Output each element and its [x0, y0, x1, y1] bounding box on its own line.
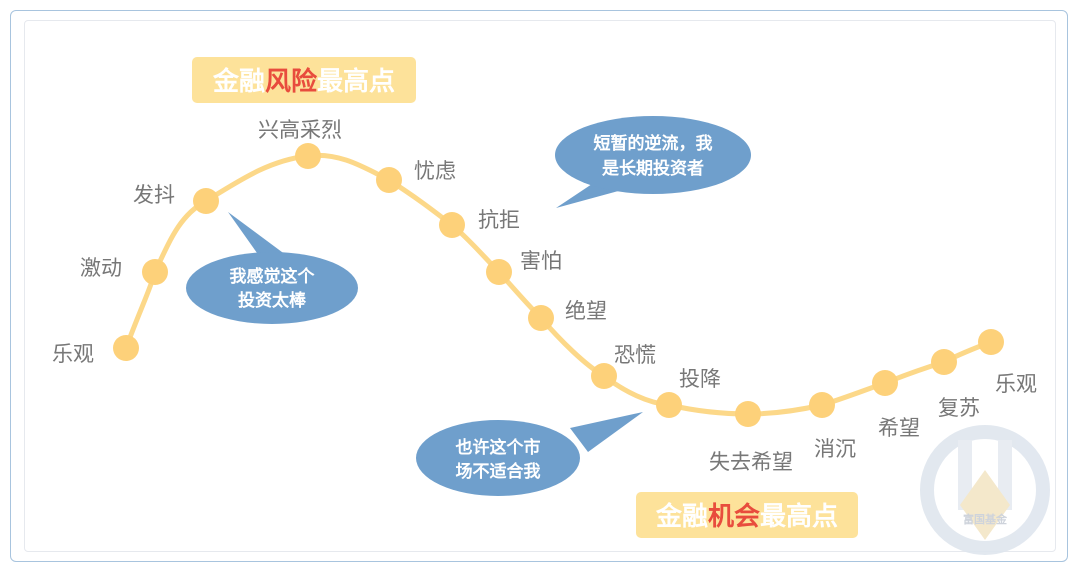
dot-euphoria	[295, 143, 321, 169]
banner-bottom-part1: 金融	[655, 501, 708, 532]
bubble-b-line1: 短暂的逆流，我	[594, 133, 713, 154]
banner-top-part3: 最高点	[317, 66, 395, 97]
label-excitement: 激动	[80, 256, 122, 280]
cycle-dots	[113, 143, 1004, 427]
dot-anxiety	[376, 167, 402, 193]
label-optimism-start: 乐观	[52, 342, 94, 366]
banner-top-part1: 金融	[212, 66, 265, 97]
watermark-text: 富国基金	[963, 512, 1008, 526]
banner-top-highlight: 风险	[265, 66, 318, 97]
bubble-c-line1: 也许这个市	[456, 437, 541, 458]
label-despair: 绝望	[565, 299, 607, 323]
speech-bubble-great-investment: 我感觉这个 投资太棒	[186, 212, 358, 324]
dot-hope	[872, 370, 898, 396]
bubble-b-line2: 是长期投资者	[602, 158, 704, 179]
label-optimism-end: 乐观	[995, 372, 1037, 396]
label-panic: 恐慌	[614, 343, 656, 367]
speech-bubble-market-not-for-me: 也许这个市 场不适合我	[416, 412, 643, 496]
label-euphoria: 兴高采烈	[258, 118, 342, 142]
label-relief: 复苏	[938, 396, 980, 420]
banner-bottom-part3: 最高点	[760, 501, 838, 532]
dot-relief	[931, 349, 957, 375]
dot-thrill	[193, 188, 219, 214]
label-denial: 抗拒	[478, 208, 520, 232]
diagram-panel	[24, 20, 1056, 552]
svg-text:金融机会最高点: 金融机会最高点	[655, 501, 838, 532]
dot-despondency	[735, 401, 761, 427]
label-anxiety: 忧虑	[414, 159, 456, 183]
label-hope: 希望	[878, 416, 920, 440]
label-depression: 消沉	[814, 437, 856, 461]
label-despondency: 失去希望	[709, 450, 793, 474]
svg-text:金融风险最高点: 金融风险最高点	[212, 66, 395, 97]
bubble-c-line2: 场不适合我	[456, 461, 541, 482]
dot-denial	[439, 212, 465, 238]
speech-bubble-long-term-investor: 短暂的逆流，我 是长期投资者	[555, 116, 751, 208]
label-fear: 害怕	[520, 249, 562, 273]
label-thrill: 发抖	[133, 183, 175, 207]
label-capitulation: 投降	[679, 367, 721, 391]
dot-panic	[591, 363, 617, 389]
dot-optimism-start	[113, 335, 139, 361]
bubble-a-line1: 我感觉这个	[230, 266, 316, 287]
banner-opportunity-peak: 金融机会最高点	[636, 492, 858, 538]
dot-despair	[528, 305, 554, 331]
banner-risk-peak: 金融风险最高点	[192, 57, 416, 103]
fuguo-logo-watermark: 富国基金	[920, 425, 1050, 555]
dot-depression	[809, 392, 835, 418]
stage-labels: 乐观 激动 发抖 兴高采烈 忧虑 抗拒 害怕 绝望 恐慌 投降 失去希望 消沉 …	[52, 118, 1037, 474]
bubble-a-line2: 投资太棒	[238, 290, 307, 311]
dot-optimism-end	[978, 329, 1004, 355]
banner-bottom-highlight: 机会	[708, 502, 760, 532]
dot-fear	[486, 259, 512, 285]
dot-excitement	[142, 259, 168, 285]
dot-capitulation	[656, 392, 682, 418]
